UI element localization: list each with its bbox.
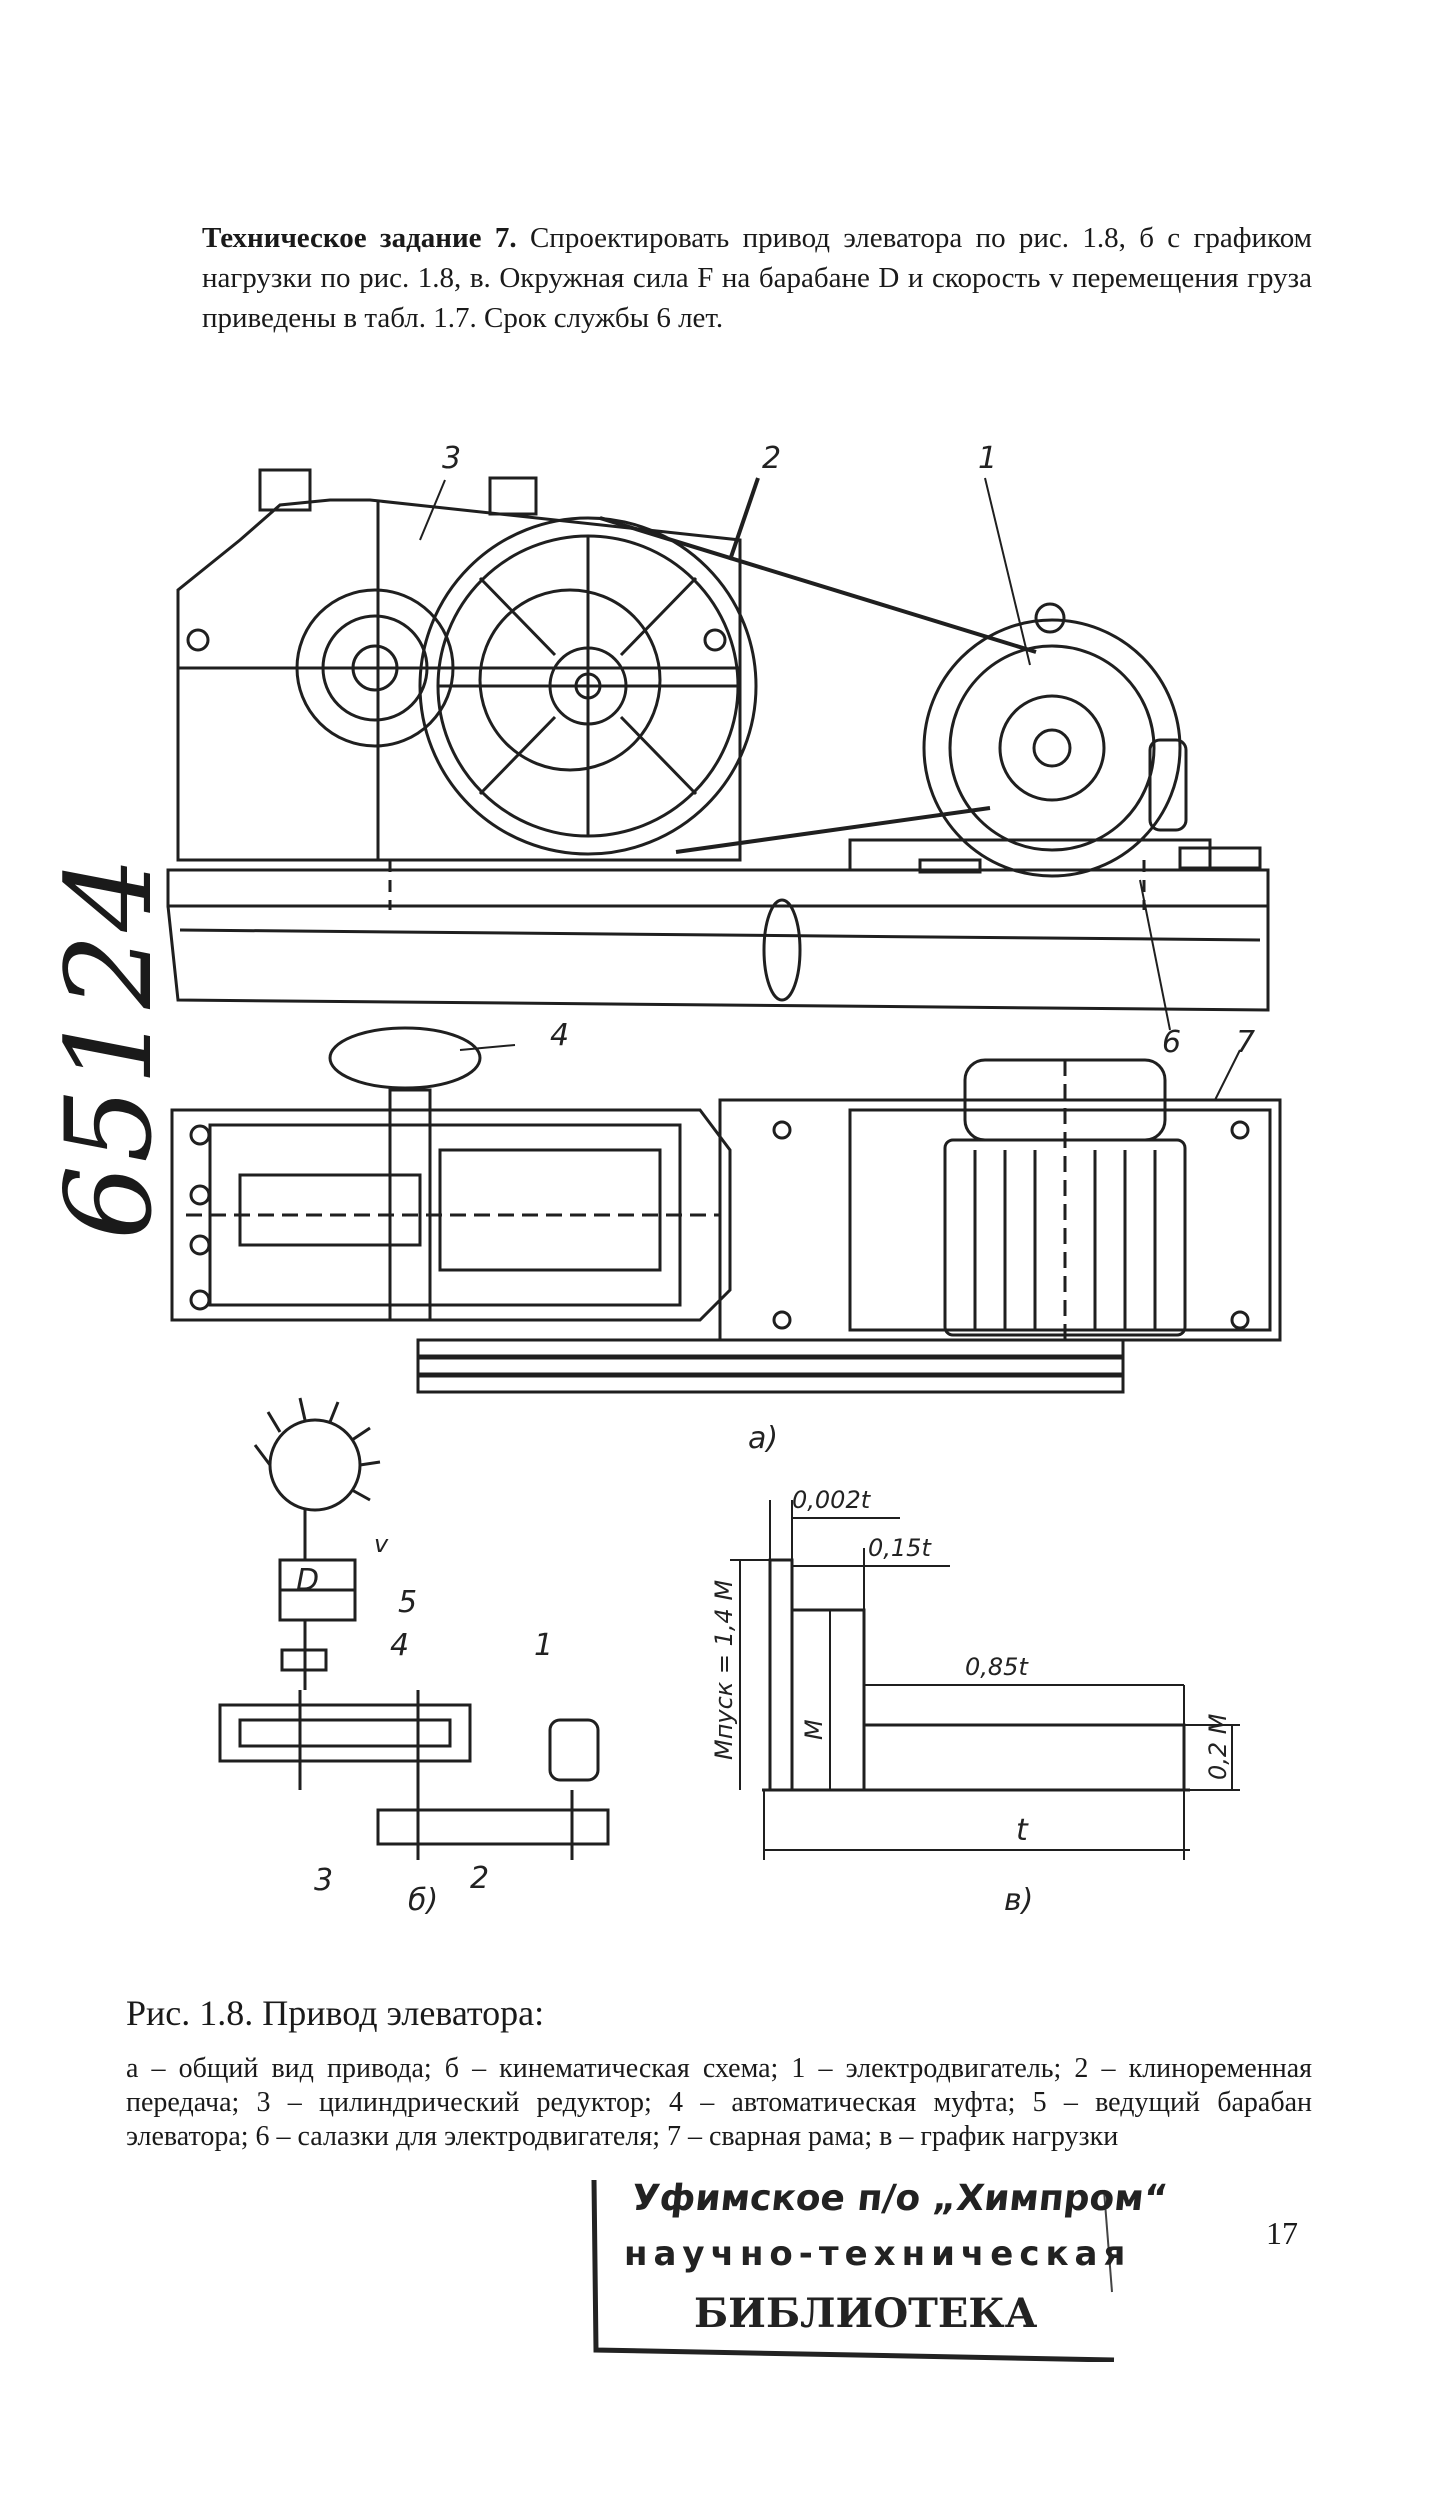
- gearbox-housing: [176, 498, 742, 862]
- velocity-label: v: [374, 1530, 389, 1558]
- belt-drive-scheme: [376, 1808, 610, 1846]
- gearbox-plan: [170, 1108, 732, 1322]
- task-lead: Техническое задание 7.: [202, 222, 517, 254]
- coupling-plan: [328, 1026, 482, 1090]
- stamp-frame: [591, 2179, 1115, 2362]
- kinematic-scheme: [218, 1397, 610, 1860]
- base-rail-top: [166, 868, 1270, 908]
- scheme-label-3: 3: [314, 1863, 333, 1898]
- label-m-02: 0,2 M: [1204, 1713, 1232, 1780]
- label-m: M: [800, 1719, 828, 1740]
- task-text: Спроектировать привод элеватора по рис. …: [202, 222, 1312, 334]
- side-view: [166, 468, 1270, 1012]
- sub-label-a: а): [748, 1421, 778, 1456]
- belt: [599, 516, 1037, 654]
- elevator-drum: [268, 1418, 362, 1512]
- stamp-line-1: Уфимское п/о „Химпром“: [629, 2178, 1170, 2219]
- dim-015t: 0,15t: [868, 1534, 932, 1562]
- part-label-2: 2: [762, 441, 781, 476]
- label-m-start: Mпуск = 1,4 M: [710, 1580, 738, 1760]
- library-stamp: Уфимское п/о „Химпром“ научно-техническа…: [584, 2172, 1170, 2362]
- stamp-line-3: БИБЛИОТЕКА: [694, 2290, 1038, 2337]
- page-number: 17: [1266, 2215, 1298, 2251]
- dim-0002t: 0,002t: [792, 1486, 872, 1514]
- part-label-1: 1: [978, 441, 997, 476]
- stamp-line-2: научно-техническая: [624, 2234, 1132, 2274]
- gearbox-scheme: [218, 1703, 472, 1763]
- sub-label-c: в): [1004, 1883, 1033, 1918]
- load-graph: [730, 1500, 1240, 1860]
- part-label-4: 4: [550, 1018, 569, 1053]
- plan-view: [170, 1026, 1282, 1394]
- part-label-7: 7: [1236, 1025, 1255, 1060]
- figure-caption-body: а – общий вид привода; б – кинематическа…: [126, 2053, 1312, 2152]
- frame-plan: [718, 1098, 1282, 1342]
- bar-reduced: [862, 1723, 1186, 1792]
- motor-side: [922, 618, 1182, 878]
- large-pulley: [418, 516, 758, 856]
- dim-t: t: [1016, 1813, 1029, 1848]
- scheme-label-5: 5: [398, 1585, 417, 1620]
- dim-085t: 0,85t: [965, 1653, 1029, 1681]
- bar-start: [768, 1558, 794, 1792]
- scheme-label-1: 1: [534, 1628, 553, 1663]
- task-statement: Техническое задание 7. Спроектировать пр…: [202, 218, 1312, 338]
- drum-label: D: [296, 1563, 319, 1598]
- part-label-6: 6: [1162, 1025, 1181, 1060]
- bar-nominal: [790, 1608, 866, 1792]
- scheme-label-4: 4: [390, 1628, 409, 1663]
- figure-caption-title: Рис. 1.8. Привод элеватора:: [126, 1993, 545, 2033]
- part-label-3: 3: [442, 441, 461, 476]
- handwritten-number: 65124: [40, 854, 178, 1240]
- scheme-label-2: 2: [470, 1861, 489, 1896]
- sub-label-b: б): [408, 1883, 438, 1918]
- motor-scheme: [548, 1718, 600, 1782]
